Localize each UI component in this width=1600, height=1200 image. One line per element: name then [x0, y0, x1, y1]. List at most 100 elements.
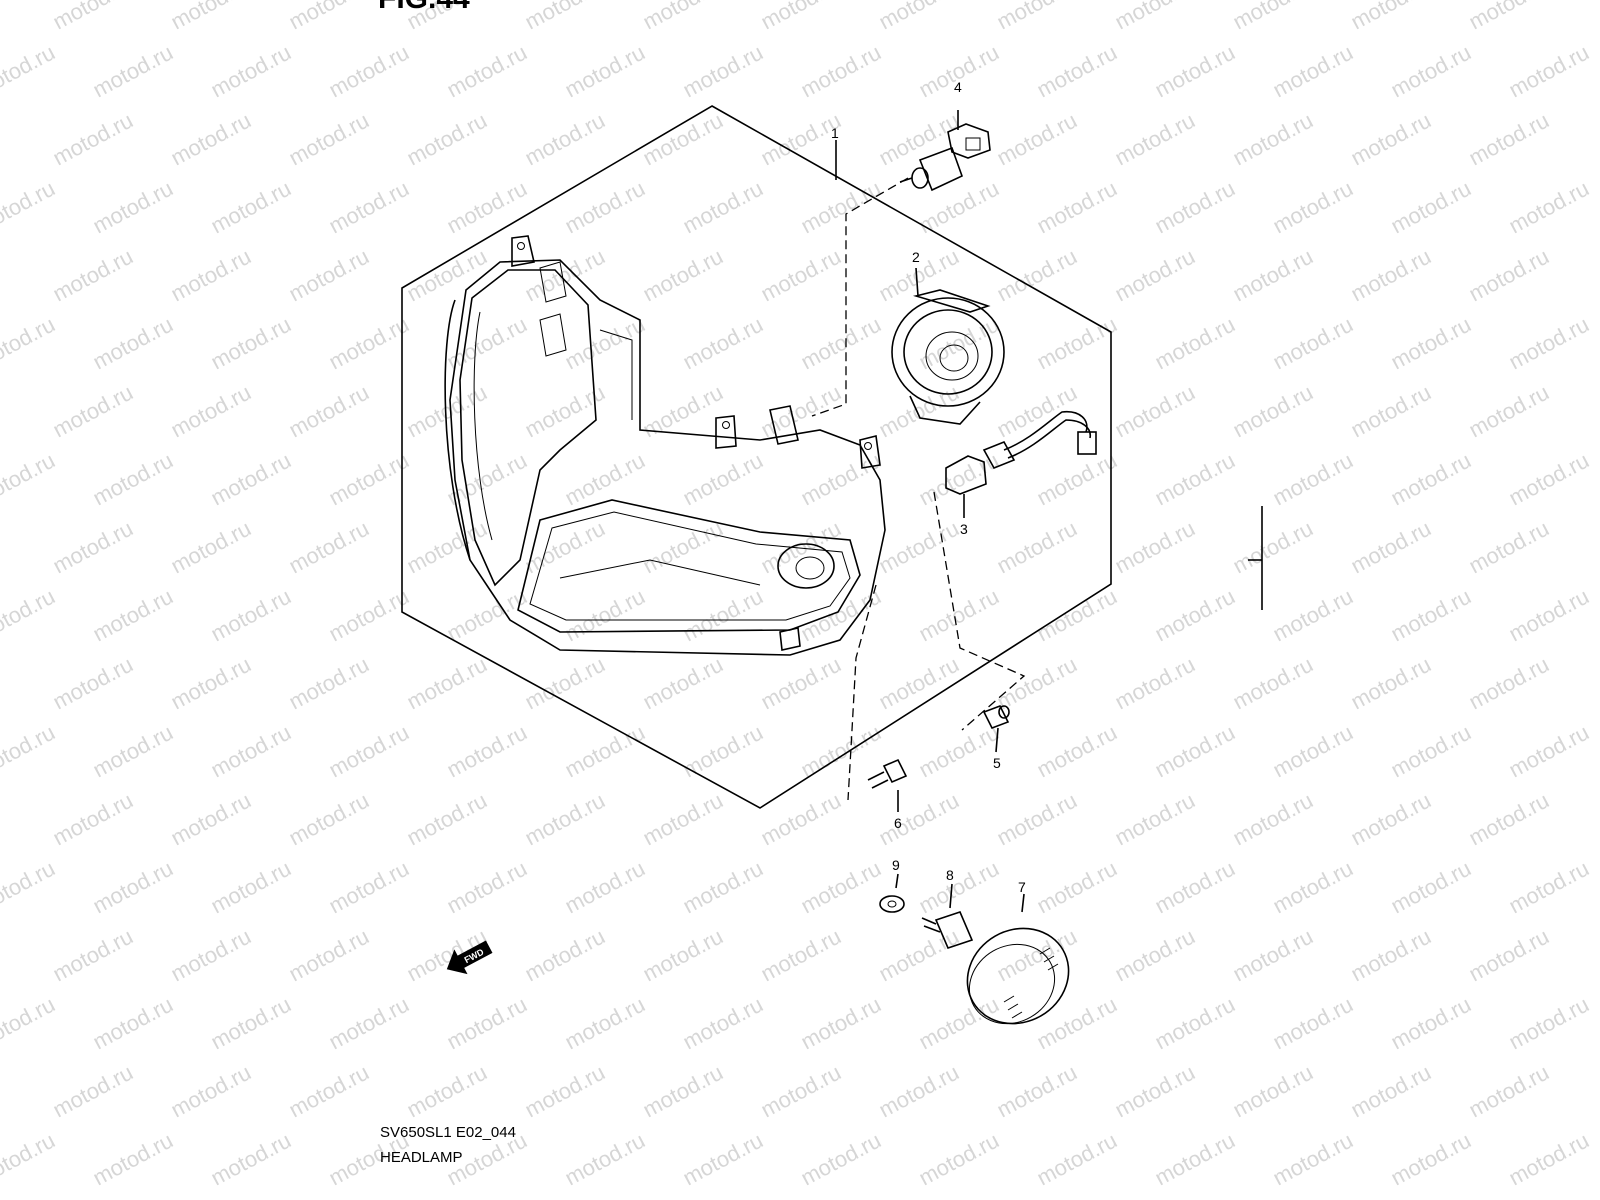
watermark-text: motod.ru — [1465, 1060, 1553, 1123]
watermark-text: motod.ru — [797, 40, 885, 103]
watermark-text: motod.ru — [757, 516, 845, 579]
watermark-text: motod.ru — [207, 312, 295, 375]
watermark-text: motod.ru — [993, 108, 1081, 171]
watermark-text: motod.ru — [403, 652, 491, 715]
watermark-text: motod.ru — [679, 1128, 767, 1191]
watermark-text: motod.ru — [875, 1060, 963, 1123]
watermark-text: motod.ru — [757, 244, 845, 307]
watermark-text: motod.ru — [325, 448, 413, 511]
watermark-text: motod.ru — [1465, 788, 1553, 851]
watermark-text: motod.ru — [521, 1060, 609, 1123]
watermark-text: motod.ru — [1505, 992, 1593, 1055]
socket-cover-part-2[interactable] — [891, 289, 1005, 425]
watermark-text: motod.ru — [639, 108, 727, 171]
watermark-text: motod.ru — [1387, 448, 1475, 511]
watermark-text: motod.ru — [1111, 788, 1199, 851]
watermark-text: motod.ru — [0, 448, 59, 511]
watermark-text: motod.ru — [915, 720, 1003, 783]
watermark-text: motod.ru — [1347, 652, 1435, 715]
watermark-text: motod.ru — [89, 40, 177, 103]
watermark-text: motod.ru — [325, 176, 413, 239]
watermark-text: motod.ru — [561, 312, 649, 375]
watermark-text: motod.ru — [875, 0, 963, 34]
watermark-text: motod.ru — [1347, 380, 1435, 443]
watermark-text: motod.ru — [679, 448, 767, 511]
watermark-text: motod.ru — [0, 176, 59, 239]
watermark-text: motod.ru — [1269, 584, 1357, 647]
watermark-text: motod.ru — [679, 720, 767, 783]
watermark-text: motod.ru — [797, 176, 885, 239]
watermark-text: motod.ru — [49, 516, 137, 579]
watermark-text: motod.ru — [167, 516, 255, 579]
watermark-text: motod.ru — [89, 720, 177, 783]
headlamp-bulb-part-4[interactable] — [899, 123, 991, 192]
leader-lines — [811, 110, 1263, 913]
watermark-text: motod.ru — [561, 176, 649, 239]
watermark-text: motod.ru — [1229, 1060, 1317, 1123]
watermark-text: motod.ru — [1229, 516, 1317, 579]
watermark-text: motod.ru — [875, 516, 963, 579]
watermark-text: motod.ru — [285, 652, 373, 715]
watermark-text: motod.ru — [993, 244, 1081, 307]
watermark-text: motod.ru — [1347, 244, 1435, 307]
watermark-text: motod.ru — [89, 312, 177, 375]
watermark-text: motod.ru — [679, 312, 767, 375]
watermark-text: motod.ru — [639, 244, 727, 307]
callout-1: 1 — [831, 125, 839, 141]
watermark-text: motod.ru — [325, 312, 413, 375]
watermark-text: motod.ru — [325, 992, 413, 1055]
watermark-text: motod.ru — [1033, 312, 1121, 375]
watermark-text: motod.ru — [1033, 720, 1121, 783]
watermark-text: motod.ru — [797, 312, 885, 375]
watermark-text: motod.ru — [89, 1128, 177, 1191]
watermark-text: motod.ru — [1387, 584, 1475, 647]
watermark-text: motod.ru — [915, 856, 1003, 919]
watermark-text: motod.ru — [285, 788, 373, 851]
watermark-text: motod.ru — [1229, 108, 1317, 171]
watermark-text: motod.ru — [1347, 924, 1435, 987]
watermark-text: motod.ru — [561, 448, 649, 511]
bolt-part-6[interactable] — [867, 758, 908, 789]
watermark-text: motod.ru — [1111, 1060, 1199, 1123]
watermark-text: motod.ru — [1033, 40, 1121, 103]
watermark-text: motod.ru — [167, 1060, 255, 1123]
watermark-text: motod.ru — [325, 40, 413, 103]
watermark-text: motod.ru — [325, 856, 413, 919]
watermark-text: motod.ru — [679, 176, 767, 239]
watermark-text: motod.ru — [1465, 244, 1553, 307]
watermark-text: motod.ru — [561, 720, 649, 783]
headlamp-housing[interactable] — [444, 235, 886, 656]
watermark-text: motod.ru — [285, 244, 373, 307]
position-bulb-part-5[interactable] — [982, 704, 1010, 730]
watermark-text: motod.ru — [875, 380, 963, 443]
watermark-text: motod.ru — [207, 176, 295, 239]
watermark-text: motod.ru — [207, 40, 295, 103]
watermark-text: motod.ru — [797, 448, 885, 511]
watermark-text: motod.ru — [167, 244, 255, 307]
callout-7: 7 — [1018, 879, 1026, 895]
watermark-text: motod.ru — [639, 652, 727, 715]
watermark-text: motod.ru — [1387, 176, 1475, 239]
watermark-text: motod.ru — [89, 448, 177, 511]
watermark-text: motod.ru — [1505, 584, 1593, 647]
watermark-text: motod.ru — [639, 1060, 727, 1123]
reflector-part-7[interactable] — [950, 910, 1086, 1042]
watermark-text: motod.ru — [993, 0, 1081, 34]
watermark-text: motod.ru — [797, 856, 885, 919]
watermark-text: motod.ru — [207, 720, 295, 783]
watermark-text: motod.ru — [561, 992, 649, 1055]
watermark-text: motod.ru — [1347, 788, 1435, 851]
watermark-text: motod.ru — [1269, 176, 1357, 239]
watermark-text: motod.ru — [1229, 788, 1317, 851]
callout-3: 3 — [960, 521, 968, 537]
watermark-text: motod.ru — [167, 108, 255, 171]
watermark-text: motod.ru — [1269, 720, 1357, 783]
watermark-text: motod.ru — [1505, 1128, 1593, 1191]
watermark-text: motod.ru — [0, 856, 59, 919]
spacer-part-8[interactable] — [921, 911, 974, 949]
socket-harness-part-3[interactable] — [945, 410, 1097, 495]
watermark-text: motod.ru — [521, 924, 609, 987]
watermark-text: motod.ru — [679, 40, 767, 103]
washer-part-9[interactable] — [879, 895, 905, 913]
watermark-text: motod.ru — [1111, 0, 1199, 34]
